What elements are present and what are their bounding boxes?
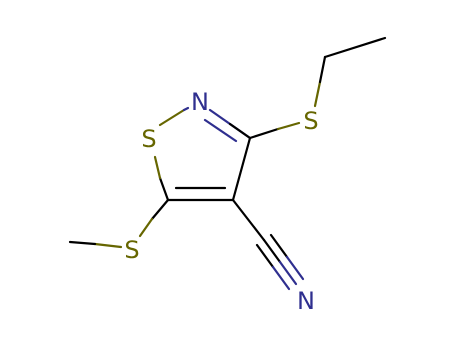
bond-s-ethyl-ch2-black <box>318 55 327 84</box>
nitrile-triple-3 <box>269 233 289 259</box>
bond-s-methyl-ch3-black <box>68 240 97 246</box>
bond-s-n <box>158 108 186 127</box>
bond-c5-s-methyl-color <box>138 217 154 238</box>
bond-s-ethyl-ch2 <box>313 80 322 108</box>
nitrile-triple-2 <box>255 243 275 269</box>
bond-c3-s-ethyl-color <box>276 121 301 131</box>
bond-n-c3-inner <box>203 118 238 143</box>
nitrile-triple-1 <box>262 238 282 264</box>
bond-c5-s-methyl <box>150 198 170 221</box>
bond-c4-cn <box>231 198 266 242</box>
bond-c5-s-ring-color <box>153 155 162 180</box>
atom-n-nitrile: N <box>297 287 315 315</box>
nitrile-triple-1-color <box>278 260 298 286</box>
atom-s-ring: S <box>141 125 156 153</box>
bond-ethyl-ch2-ch3 <box>323 36 387 59</box>
atom-s-ethyl: S <box>303 107 318 135</box>
bond-c3-c4 <box>231 136 252 202</box>
bond-c5-s-ring <box>158 176 170 202</box>
bond-n-c3-black <box>228 122 252 140</box>
nitrile-triple-3-color <box>285 255 305 281</box>
atom-s-methyl: S <box>124 236 139 264</box>
atom-n-ring: N <box>191 88 209 116</box>
bond-c3-s-ethyl <box>248 127 280 140</box>
bond-s-n-part2 <box>182 106 190 112</box>
bond-s-methyl-ch3 <box>93 242 123 249</box>
nitrile-triple-2-color <box>271 265 291 291</box>
